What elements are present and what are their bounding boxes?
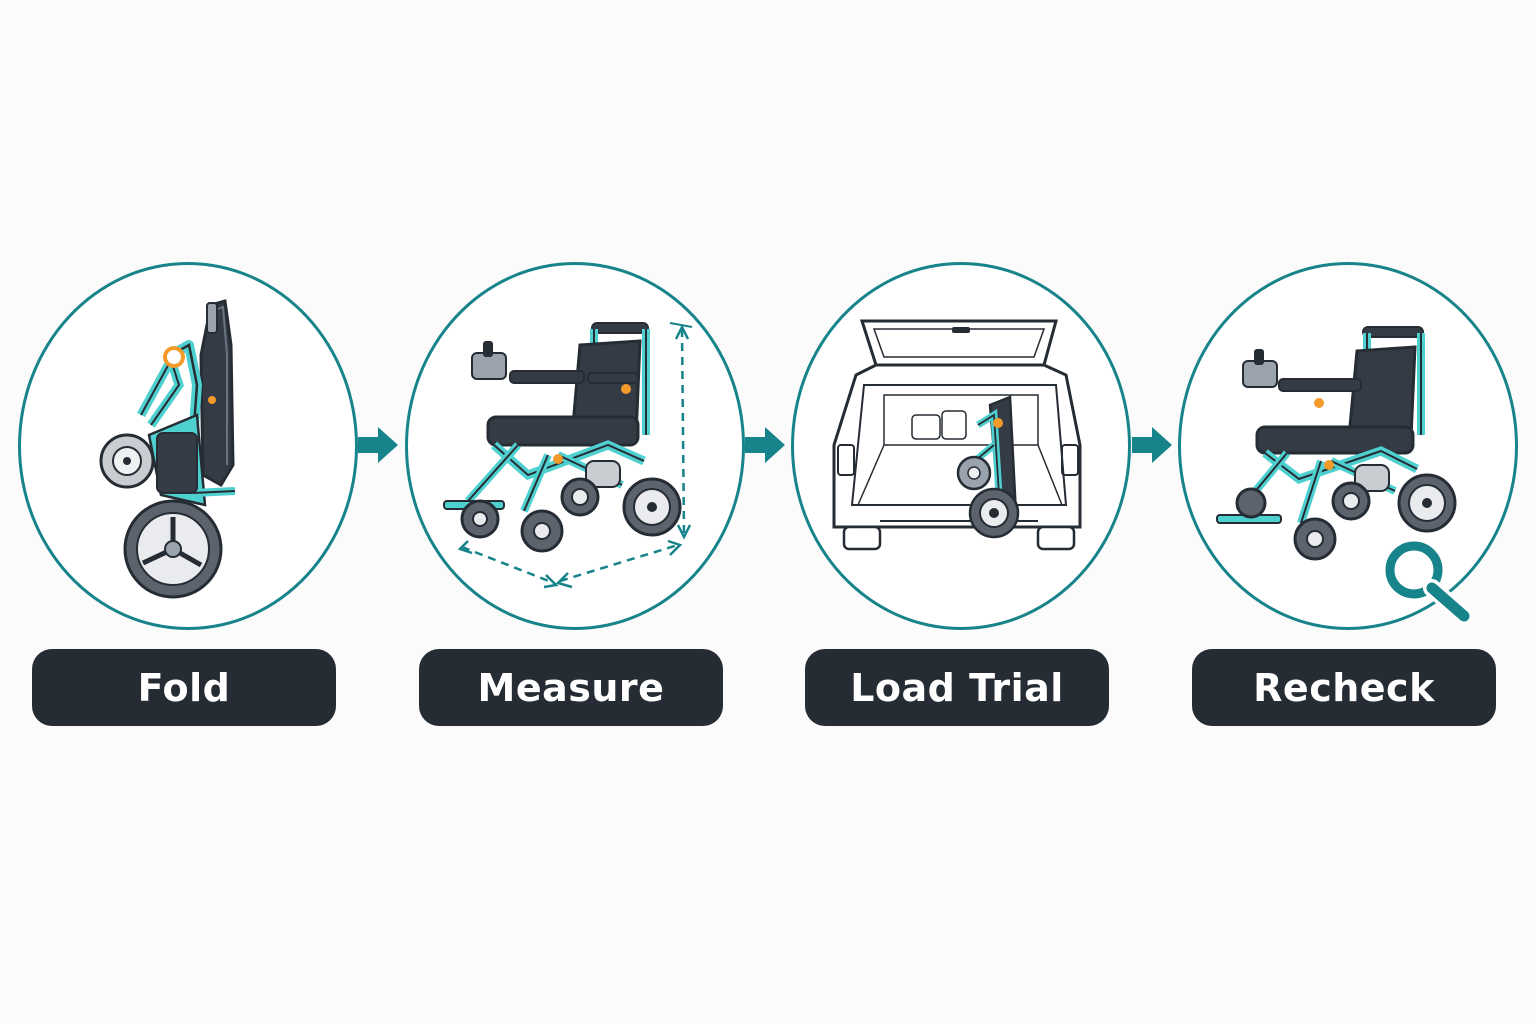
folded-wheelchair-icon xyxy=(99,299,236,599)
arrow-right-icon xyxy=(1132,427,1172,463)
step-label-measure: Measure xyxy=(419,649,723,726)
arrow-right-icon xyxy=(358,427,398,463)
fold-circle xyxy=(18,262,358,630)
step-label-recheck: Recheck xyxy=(1192,649,1496,726)
car-trunk-icon xyxy=(832,319,1082,551)
step-label-fold: Fold xyxy=(32,649,336,726)
recheck-circle xyxy=(1178,262,1518,630)
load-trial-circle xyxy=(791,262,1131,630)
search-icon xyxy=(1382,538,1473,625)
step-label-load-trial: Load Trial xyxy=(805,649,1109,726)
arrow-right-icon xyxy=(745,427,785,463)
measured-wheelchair-icon xyxy=(443,322,693,589)
measure-circle xyxy=(405,262,745,630)
wheelchair-recheck-icon xyxy=(1216,326,1457,561)
